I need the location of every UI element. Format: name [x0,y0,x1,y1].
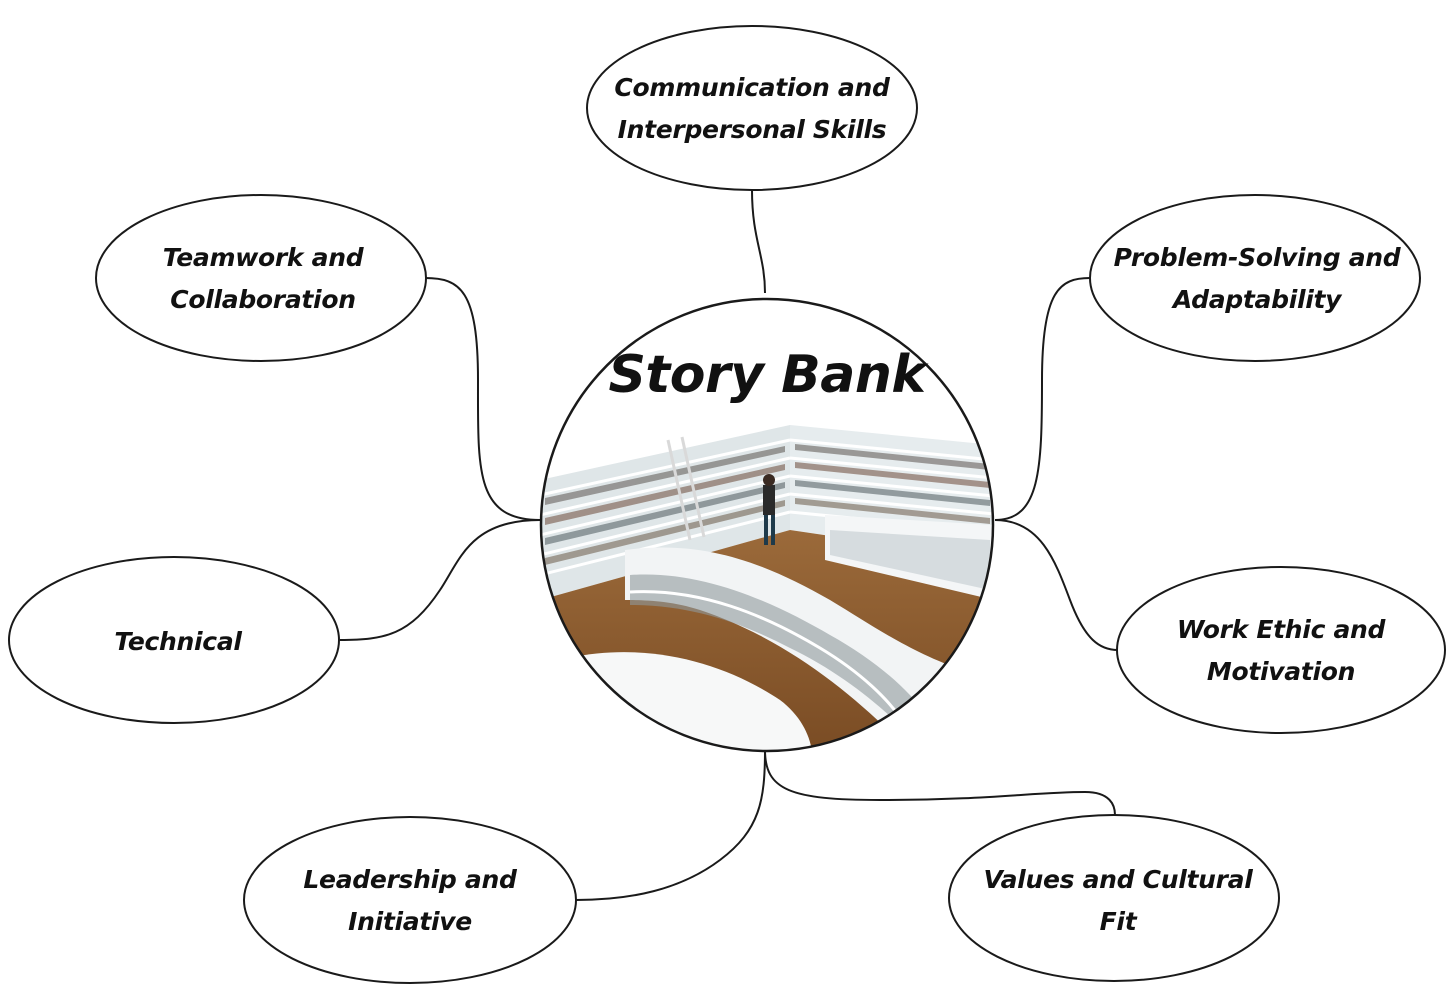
center-circle-outline [539,297,995,753]
node-work-ethic: Work Ethic and Motivation [1116,566,1446,734]
person-figure [763,474,775,545]
node-communication-ellipse [586,25,918,191]
node-values: Values and Cultural Fit [948,814,1280,982]
node-values-line-2: Fit [1100,907,1138,936]
ladder [666,436,706,541]
node-work-ethic-line-2: Motivation [1207,657,1355,686]
node-leadership-line-1: Leadership and [303,865,518,894]
connector-work-ethic [994,519,1119,651]
connectors [339,189,1119,901]
node-work-ethic-line-1: Work Ethic and [1177,615,1387,644]
connector-values [764,749,1116,816]
node-work-ethic-ellipse [1116,566,1446,734]
node-leadership-line-2: Initiative [348,907,472,936]
center-node: Story Bank [539,297,995,753]
node-teamwork-ellipse [95,194,427,362]
node-problem-solving-line-2: Adaptability [1171,285,1343,314]
node-leadership-ellipse [243,816,577,984]
center-title: Story Bank [608,345,929,405]
node-leadership: Leadership and Initiative [243,816,577,984]
node-problem-solving-line-1: Problem-Solving and [1114,243,1402,272]
connector-communication [751,189,766,294]
connector-problem-solving [994,277,1091,521]
node-communication-line-1: Communication and [614,73,891,102]
node-values-line-1: Values and Cultural [984,865,1254,894]
node-problem-solving-ellipse [1089,194,1421,362]
node-technical-ellipse [8,556,340,724]
connector-teamwork [424,277,541,521]
node-problem-solving: Problem-Solving and Adaptability [1089,194,1421,362]
node-teamwork-line-1: Teamwork and [163,243,365,272]
node-communication-line-2: Interpersonal Skills [618,115,887,144]
node-technical: Technical [8,556,340,724]
node-technical-line-1: Technical [114,627,242,656]
connector-leadership [575,749,766,901]
node-teamwork: Teamwork and Collaboration [95,194,427,362]
connector-technical [339,519,541,641]
node-teamwork-line-2: Collaboration [170,285,355,314]
node-communication: Communication and Interpersonal Skills [586,25,918,191]
node-values-ellipse [948,814,1280,982]
